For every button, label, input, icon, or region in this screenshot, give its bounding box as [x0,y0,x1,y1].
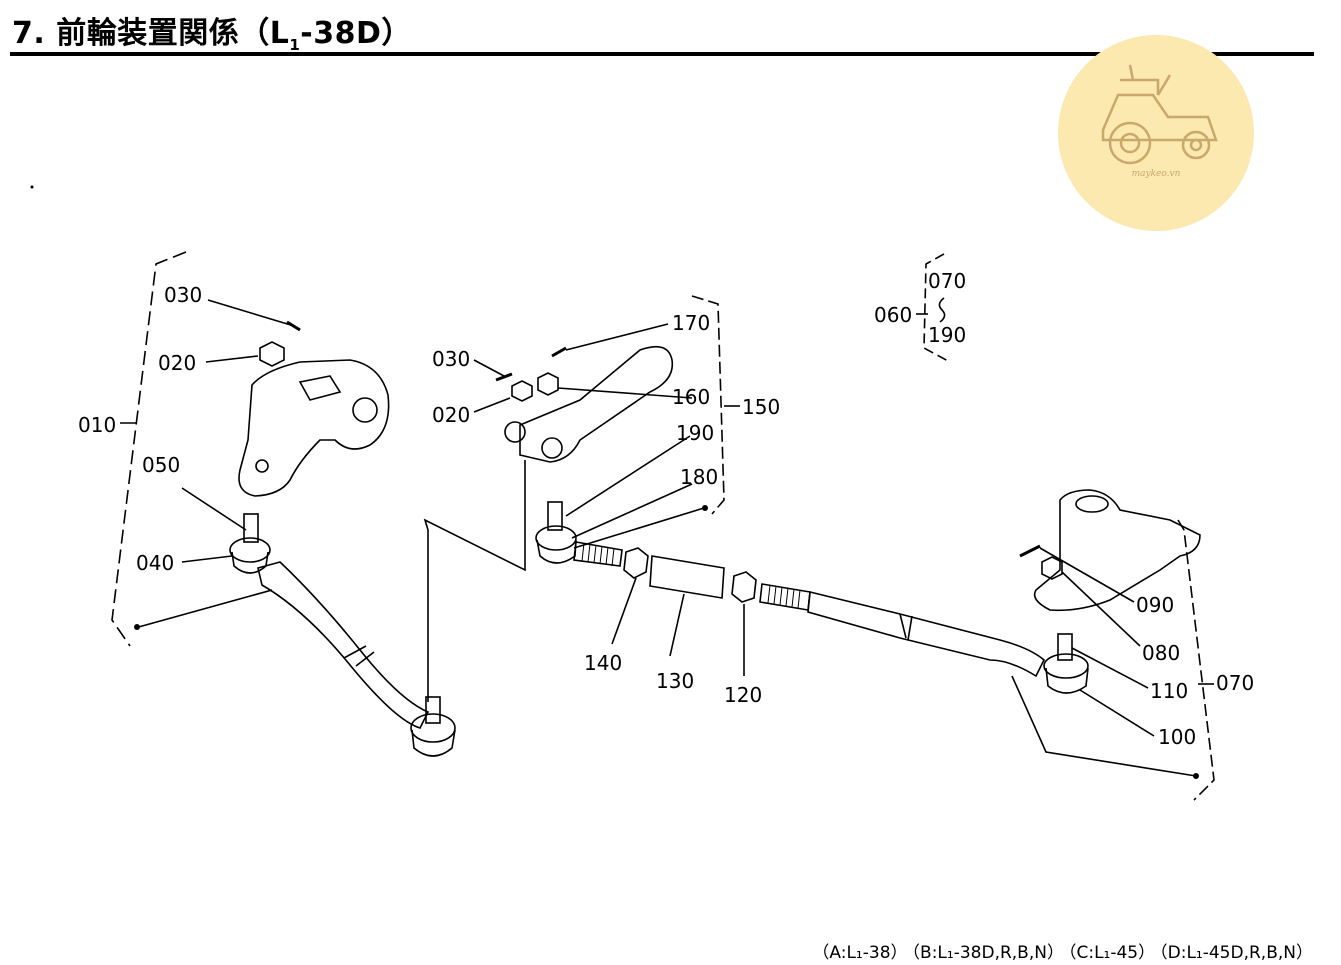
pitman-arm [238,359,390,497]
label-160: 160 [672,385,710,409]
label-020-middle: 020 [432,403,470,427]
label-100: 100 [1158,725,1196,749]
label-030-left: 030 [164,283,202,307]
label-170: 170 [672,311,710,335]
model-legend-b: （B:L₁-38D,R,B,N） [911,943,1064,963]
tie-rod-left [257,561,430,729]
label-070-right: 070 [1216,671,1254,695]
label-190-middle: 190 [676,421,714,445]
model-legend-c: （C:L₁-45） [1067,943,1156,963]
model-prefix: （L [239,16,290,51]
label-040: 040 [136,551,174,575]
tractor-icon [1101,64,1218,165]
section-title: 前輪装置関係 [56,16,240,51]
label-110: 110 [1150,679,1188,703]
label-010: 010 [78,413,116,437]
label-120: 120 [724,683,762,707]
label-180: 180 [680,465,718,489]
page-title: 7. 前輪装置関係（L1-38D） [12,8,412,54]
section-number: 7. [12,16,46,51]
label-030-middle: 030 [432,347,470,371]
model-subscript: 1 [289,36,301,54]
label-130: 130 [656,669,694,693]
adjusting-sleeve [649,555,725,599]
watermark-site-text: maykeo.vn [1131,169,1181,179]
label-050: 050 [142,453,180,477]
model-legend: （A:L₁-38）（B:L₁-38D,R,B,N）（C:L₁-45）（D:L₁-… [808,938,1313,963]
model-suffix: -38D） [300,16,412,51]
label-190-brace: 190 [928,323,966,347]
label-020-left: 020 [158,351,196,375]
label-060: 060 [874,303,912,327]
model-legend-a: （A:L₁-38） [812,943,908,963]
label-140: 140 [584,651,622,675]
label-090: 090 [1136,593,1174,617]
watermark-logo: maykeo.vn [1058,35,1254,231]
label-080: 080 [1142,641,1180,665]
tie-rod-right [807,591,1045,678]
label-070-brace: 070 [928,269,966,293]
knuckle-arm [1033,489,1201,612]
page-header: 7. 前輪装置関係（L1-38D） [10,4,1314,56]
drag-link-arm [519,345,674,463]
group-bracket-010 [111,251,187,647]
label-150: 150 [742,395,780,419]
model-legend-d: （D:L₁-45D,R,B,N） [1159,943,1313,963]
